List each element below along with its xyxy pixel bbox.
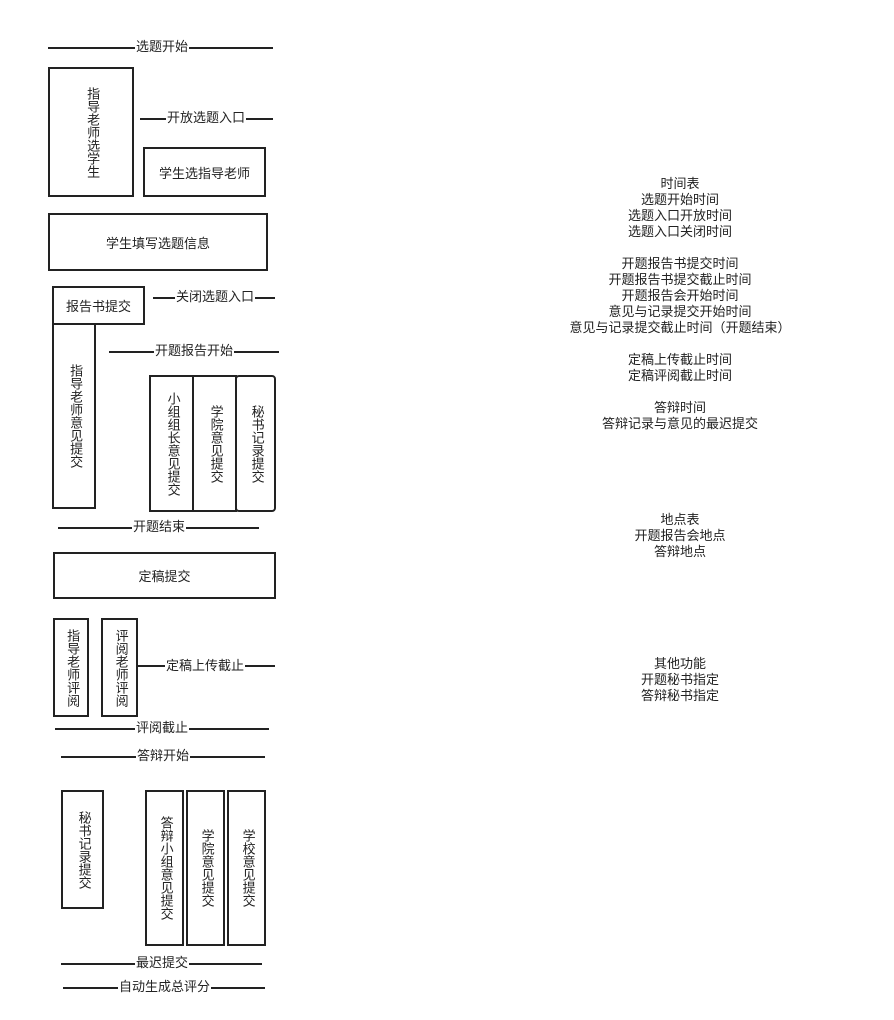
time-table-item: 选题入口开放时间 bbox=[627, 209, 732, 224]
other-functions-item: 答辩秘书指定 bbox=[640, 689, 719, 704]
open-entry-label: 开放选题入口 bbox=[166, 111, 247, 127]
secretary-record-defense-box: 秘书记录提交 bbox=[61, 790, 104, 909]
latest-submit-label: 最迟提交 bbox=[135, 956, 190, 972]
place-table: 地点表 开题报告会地点 答辩地点 bbox=[540, 513, 820, 561]
proposal-end-label: 开题结束 bbox=[132, 520, 187, 536]
time-table-item: 答辩记录与意见的最迟提交 bbox=[601, 417, 758, 432]
close-entry-label: 关闭选题入口 bbox=[175, 290, 256, 306]
student-select-teacher-box: 学生选指导老师 bbox=[143, 147, 266, 197]
advisor-review-text: 指导老师评阅 bbox=[64, 628, 80, 707]
time-table-title: 时间表 bbox=[660, 177, 700, 192]
final-submit-box: 定稿提交 bbox=[53, 552, 276, 599]
time-table: 时间表 选题开始时间 选题入口开放时间 选题入口关闭时间 开题报告书提交时间 开… bbox=[540, 177, 820, 433]
time-table-item: 意见与记录提交截止时间（开题结束） bbox=[569, 321, 791, 336]
college-opinion-box: 学院意见提交 bbox=[192, 375, 237, 512]
final-upload-deadline-label: 定稿上传截止 bbox=[165, 659, 246, 675]
teacher-select-student-text: 指导老师选学生 bbox=[84, 86, 100, 178]
time-table-item: 开题报告书提交时间 bbox=[621, 257, 739, 272]
other-functions-title: 其他功能 bbox=[653, 657, 706, 672]
time-table-item: 答辩时间 bbox=[653, 401, 706, 416]
secretary-record-defense-text: 秘书记录提交 bbox=[75, 810, 91, 889]
time-table-item: 意见与记录提交开始时间 bbox=[608, 305, 752, 320]
college-opinion-text: 学院意见提交 bbox=[207, 404, 223, 483]
defense-start-label: 答辩开始 bbox=[136, 749, 191, 765]
report-submit-box: 报告书提交 bbox=[52, 286, 145, 325]
secretary-record-text: 秘书记录提交 bbox=[248, 404, 264, 483]
time-table-item: 选题入口关闭时间 bbox=[627, 225, 732, 240]
advisor-opinion-submit-box: 指导老师意见提交 bbox=[52, 323, 96, 509]
time-table-item: 开题报告会开始时间 bbox=[621, 289, 739, 304]
review-deadline-label: 评阅截止 bbox=[135, 721, 190, 737]
advisor-opinion-submit-text: 指导老师意见提交 bbox=[67, 364, 83, 468]
student-select-teacher-text: 学生选指导老师 bbox=[158, 166, 250, 182]
teacher-select-student-box: 指导老师选学生 bbox=[48, 67, 134, 197]
time-table-item: 定稿上传截止时间 bbox=[627, 353, 732, 368]
auto-score-label: 自动生成总评分 bbox=[118, 980, 212, 996]
other-functions-item: 开题秘书指定 bbox=[640, 673, 719, 688]
place-table-item: 答辩地点 bbox=[653, 545, 706, 560]
time-table-item: 选题开始时间 bbox=[640, 193, 719, 208]
student-fill-info-text: 学生填写选题信息 bbox=[105, 236, 210, 252]
defense-group-opinion-text: 答辩小组意见提交 bbox=[157, 816, 173, 920]
proposal-start-label: 开题报告开始 bbox=[154, 344, 235, 360]
place-table-item: 开题报告会地点 bbox=[634, 529, 726, 544]
reviewer-review-box: 评阅老师评阅 bbox=[101, 618, 138, 717]
defense-group-opinion-box: 答辩小组意见提交 bbox=[145, 790, 184, 946]
topic-start-label: 选题开始 bbox=[135, 40, 190, 56]
group-leader-opinion-box: 小组组长意见提交 bbox=[149, 375, 194, 512]
college-opinion-defense-text: 学院意见提交 bbox=[198, 829, 214, 907]
school-opinion-defense-box: 学校意见提交 bbox=[227, 790, 266, 946]
report-submit-text: 报告书提交 bbox=[65, 300, 131, 315]
school-opinion-defense-text: 学校意见提交 bbox=[239, 829, 255, 907]
place-table-title: 地点表 bbox=[660, 513, 700, 528]
final-submit-text: 定稿提交 bbox=[138, 570, 191, 585]
reviewer-review-text: 评阅老师评阅 bbox=[112, 628, 128, 707]
time-table-item: 开题报告书提交截止时间 bbox=[608, 273, 752, 288]
college-opinion-defense-box: 学院意见提交 bbox=[186, 790, 225, 946]
advisor-review-box: 指导老师评阅 bbox=[53, 618, 89, 717]
group-leader-opinion-text: 小组组长意见提交 bbox=[164, 391, 180, 496]
student-fill-info-box: 学生填写选题信息 bbox=[48, 213, 268, 271]
time-table-item: 定稿评阅截止时间 bbox=[627, 369, 732, 384]
other-functions: 其他功能 开题秘书指定 答辩秘书指定 bbox=[540, 657, 820, 705]
secretary-record-box: 秘书记录提交 bbox=[235, 375, 276, 512]
